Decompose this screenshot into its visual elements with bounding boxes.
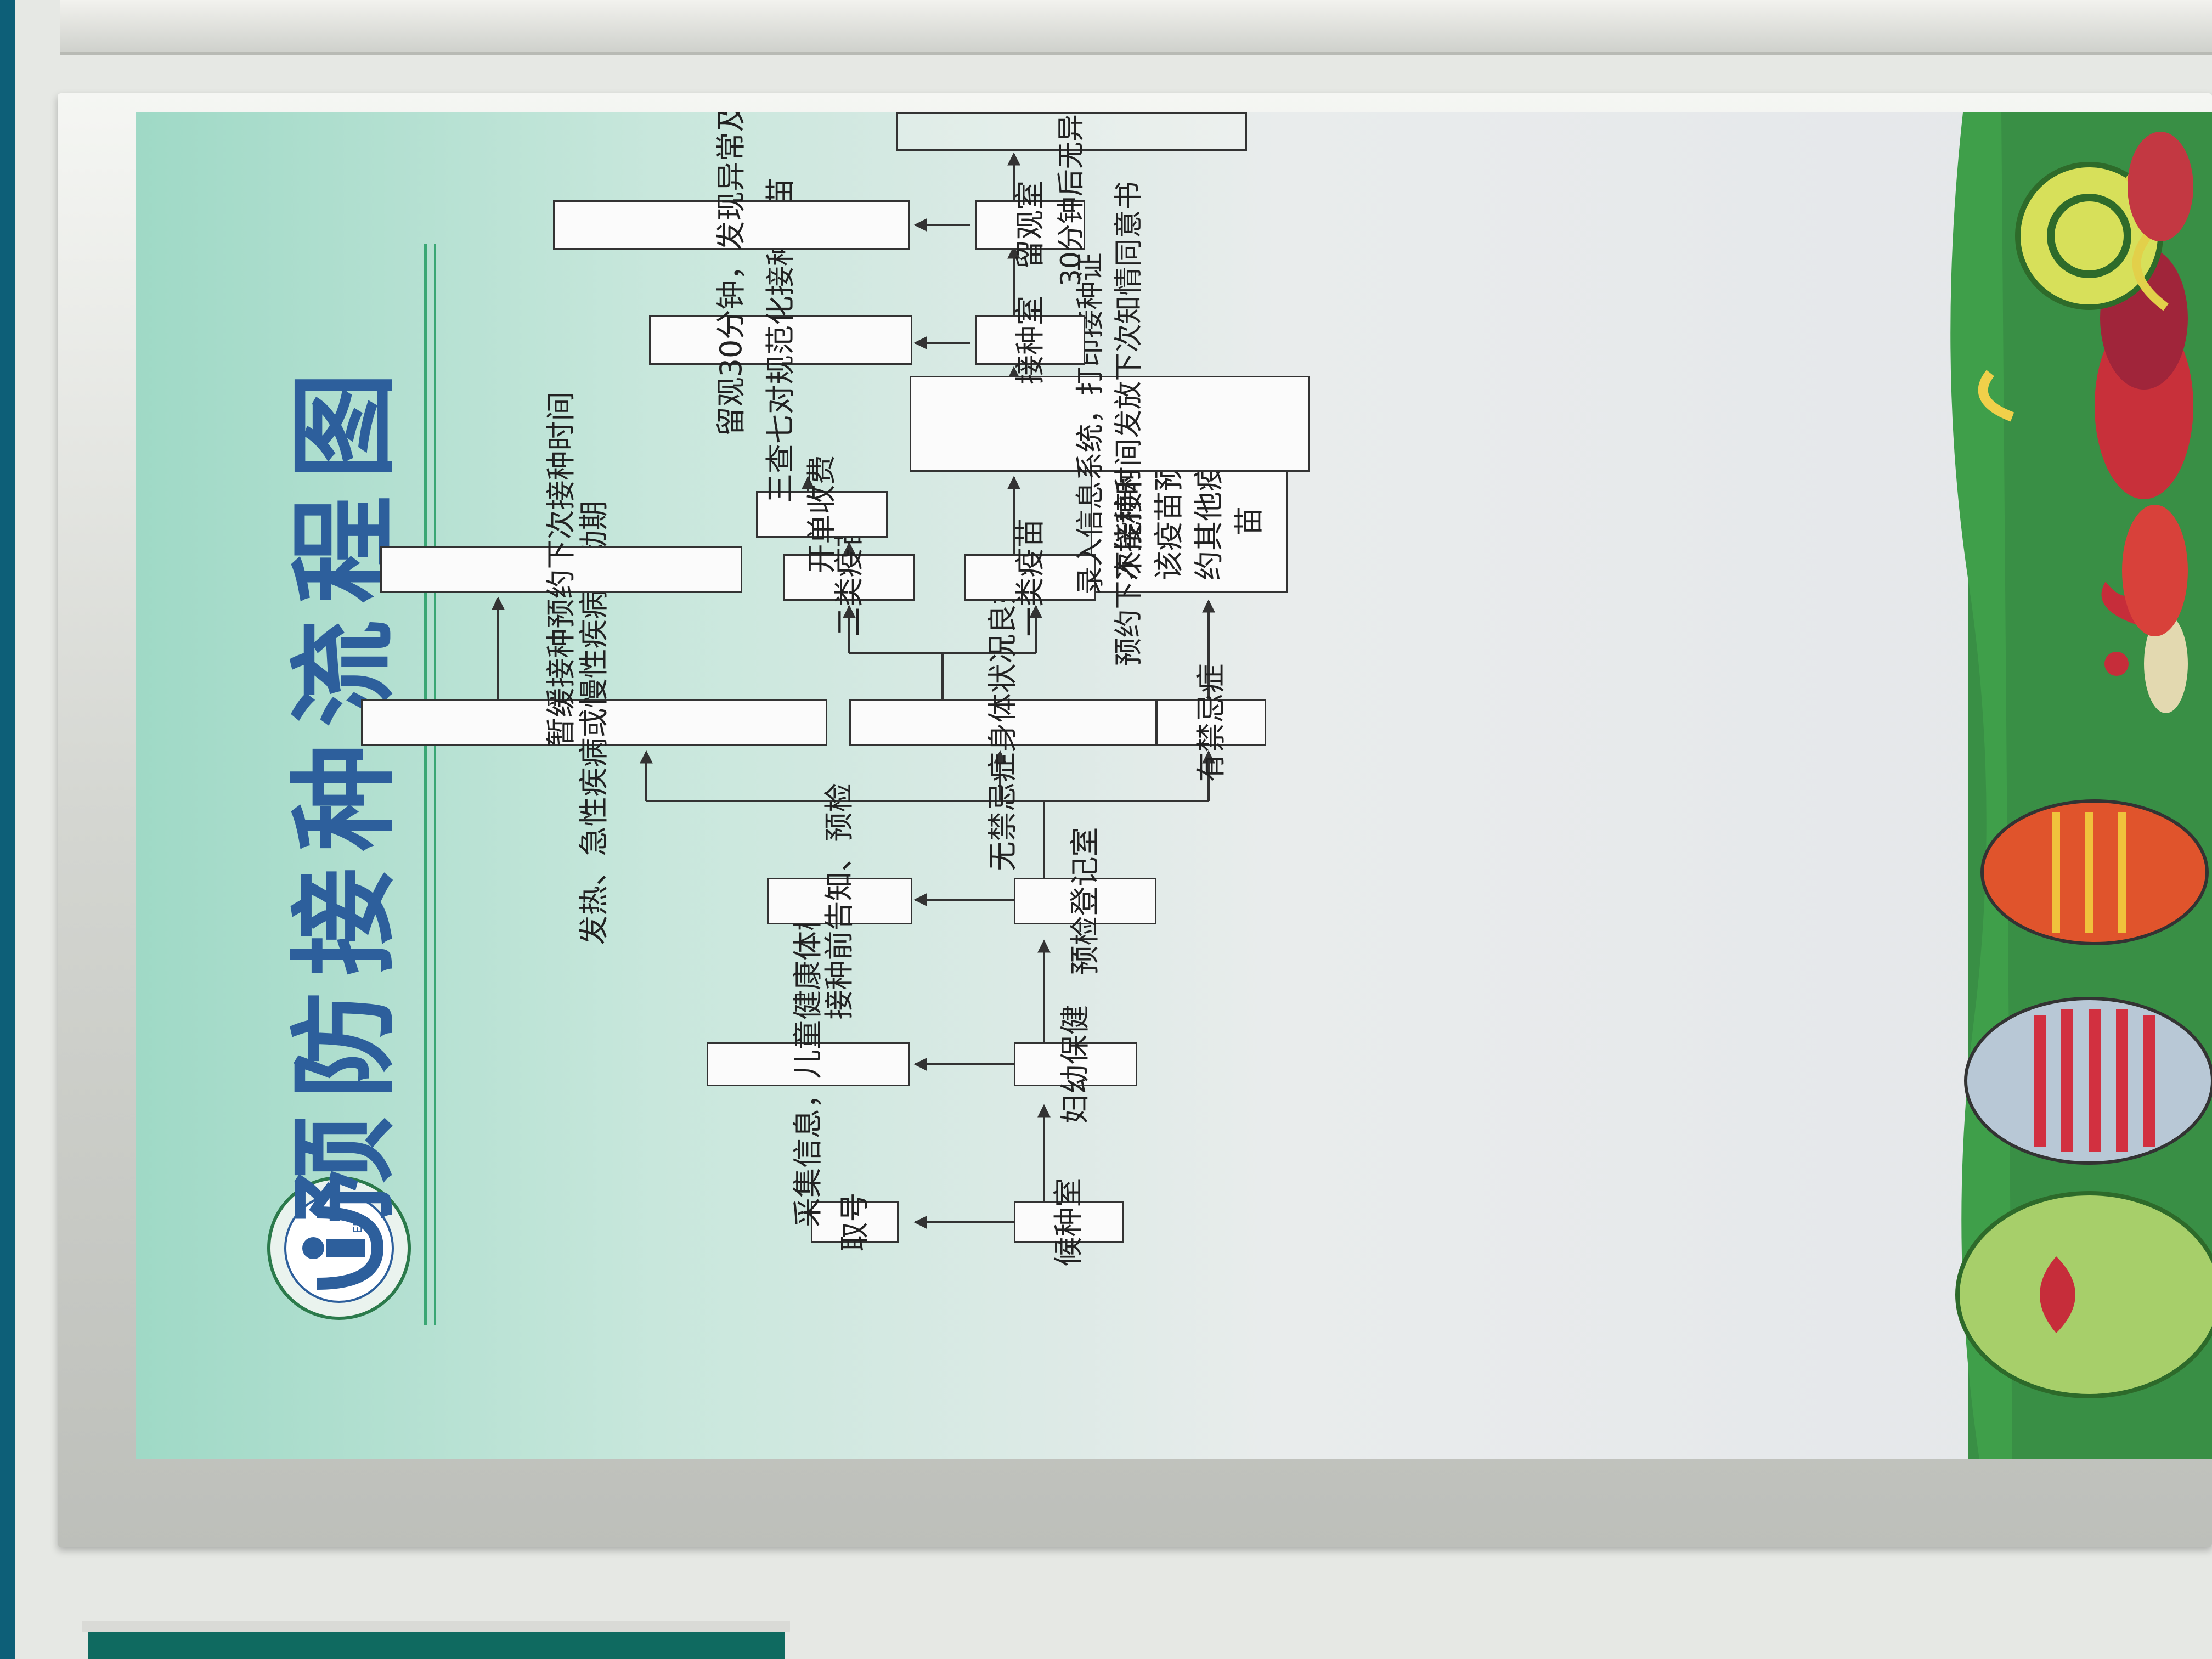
node-contraindication: 有禁忌症 [1156, 664, 1266, 782]
node-record-info: 录入信息系统，打印接种证 预约下次接种时间发放下次知情同意书 [910, 181, 1310, 667]
logo-text: EPI [351, 1216, 364, 1233]
upper-frame-edge [60, 0, 2212, 55]
lower-frame-edge [82, 1621, 790, 1632]
node-waiting-room: 候种室 [1014, 1178, 1124, 1267]
record-info-line-2: 预约下次接种时间发放下次知情同意书 [1113, 181, 1146, 667]
wall-edge [0, 0, 15, 1659]
node-postpone: 暂缓接种预约下次接种时间 [380, 392, 742, 747]
node-leave-after-30: 30分钟后无异常，可离开 [896, 112, 1247, 286]
poster-content: EPI 预防接种流程图 [136, 112, 2212, 1459]
lower-panel [88, 1632, 785, 1659]
node-observe-30: 留观30分钟，发现异常及时报告 [553, 112, 910, 436]
node-vaccination-room: 接种室 [975, 296, 1085, 385]
poster: EPI 预防接种流程图 [136, 112, 2212, 1459]
flow-connectors [492, 152, 1215, 1229]
record-info-line-1: 录入信息系统，打印接种证 [1074, 252, 1107, 595]
decorative-illustration [1950, 112, 2212, 1459]
node-pre-notice: 接种前告知、预检 [767, 783, 912, 1020]
node-collect-info: 采集信息，儿童健康体检 [707, 901, 910, 1227]
node-fever-chronic: 发热、急性疾病或慢性疾病活动期 [361, 501, 827, 945]
node-precheck-registration: 预检登记室 [1014, 827, 1156, 975]
epi-logo-icon: EPI [267, 1176, 411, 1320]
node-no-contraindication: 无禁忌症身体状况良好 [849, 575, 1156, 871]
node-three-checks: 三查七对规范化接种疫苗 [649, 177, 912, 503]
node-maternal-child-health: 妇幼保健 [1014, 1005, 1137, 1124]
